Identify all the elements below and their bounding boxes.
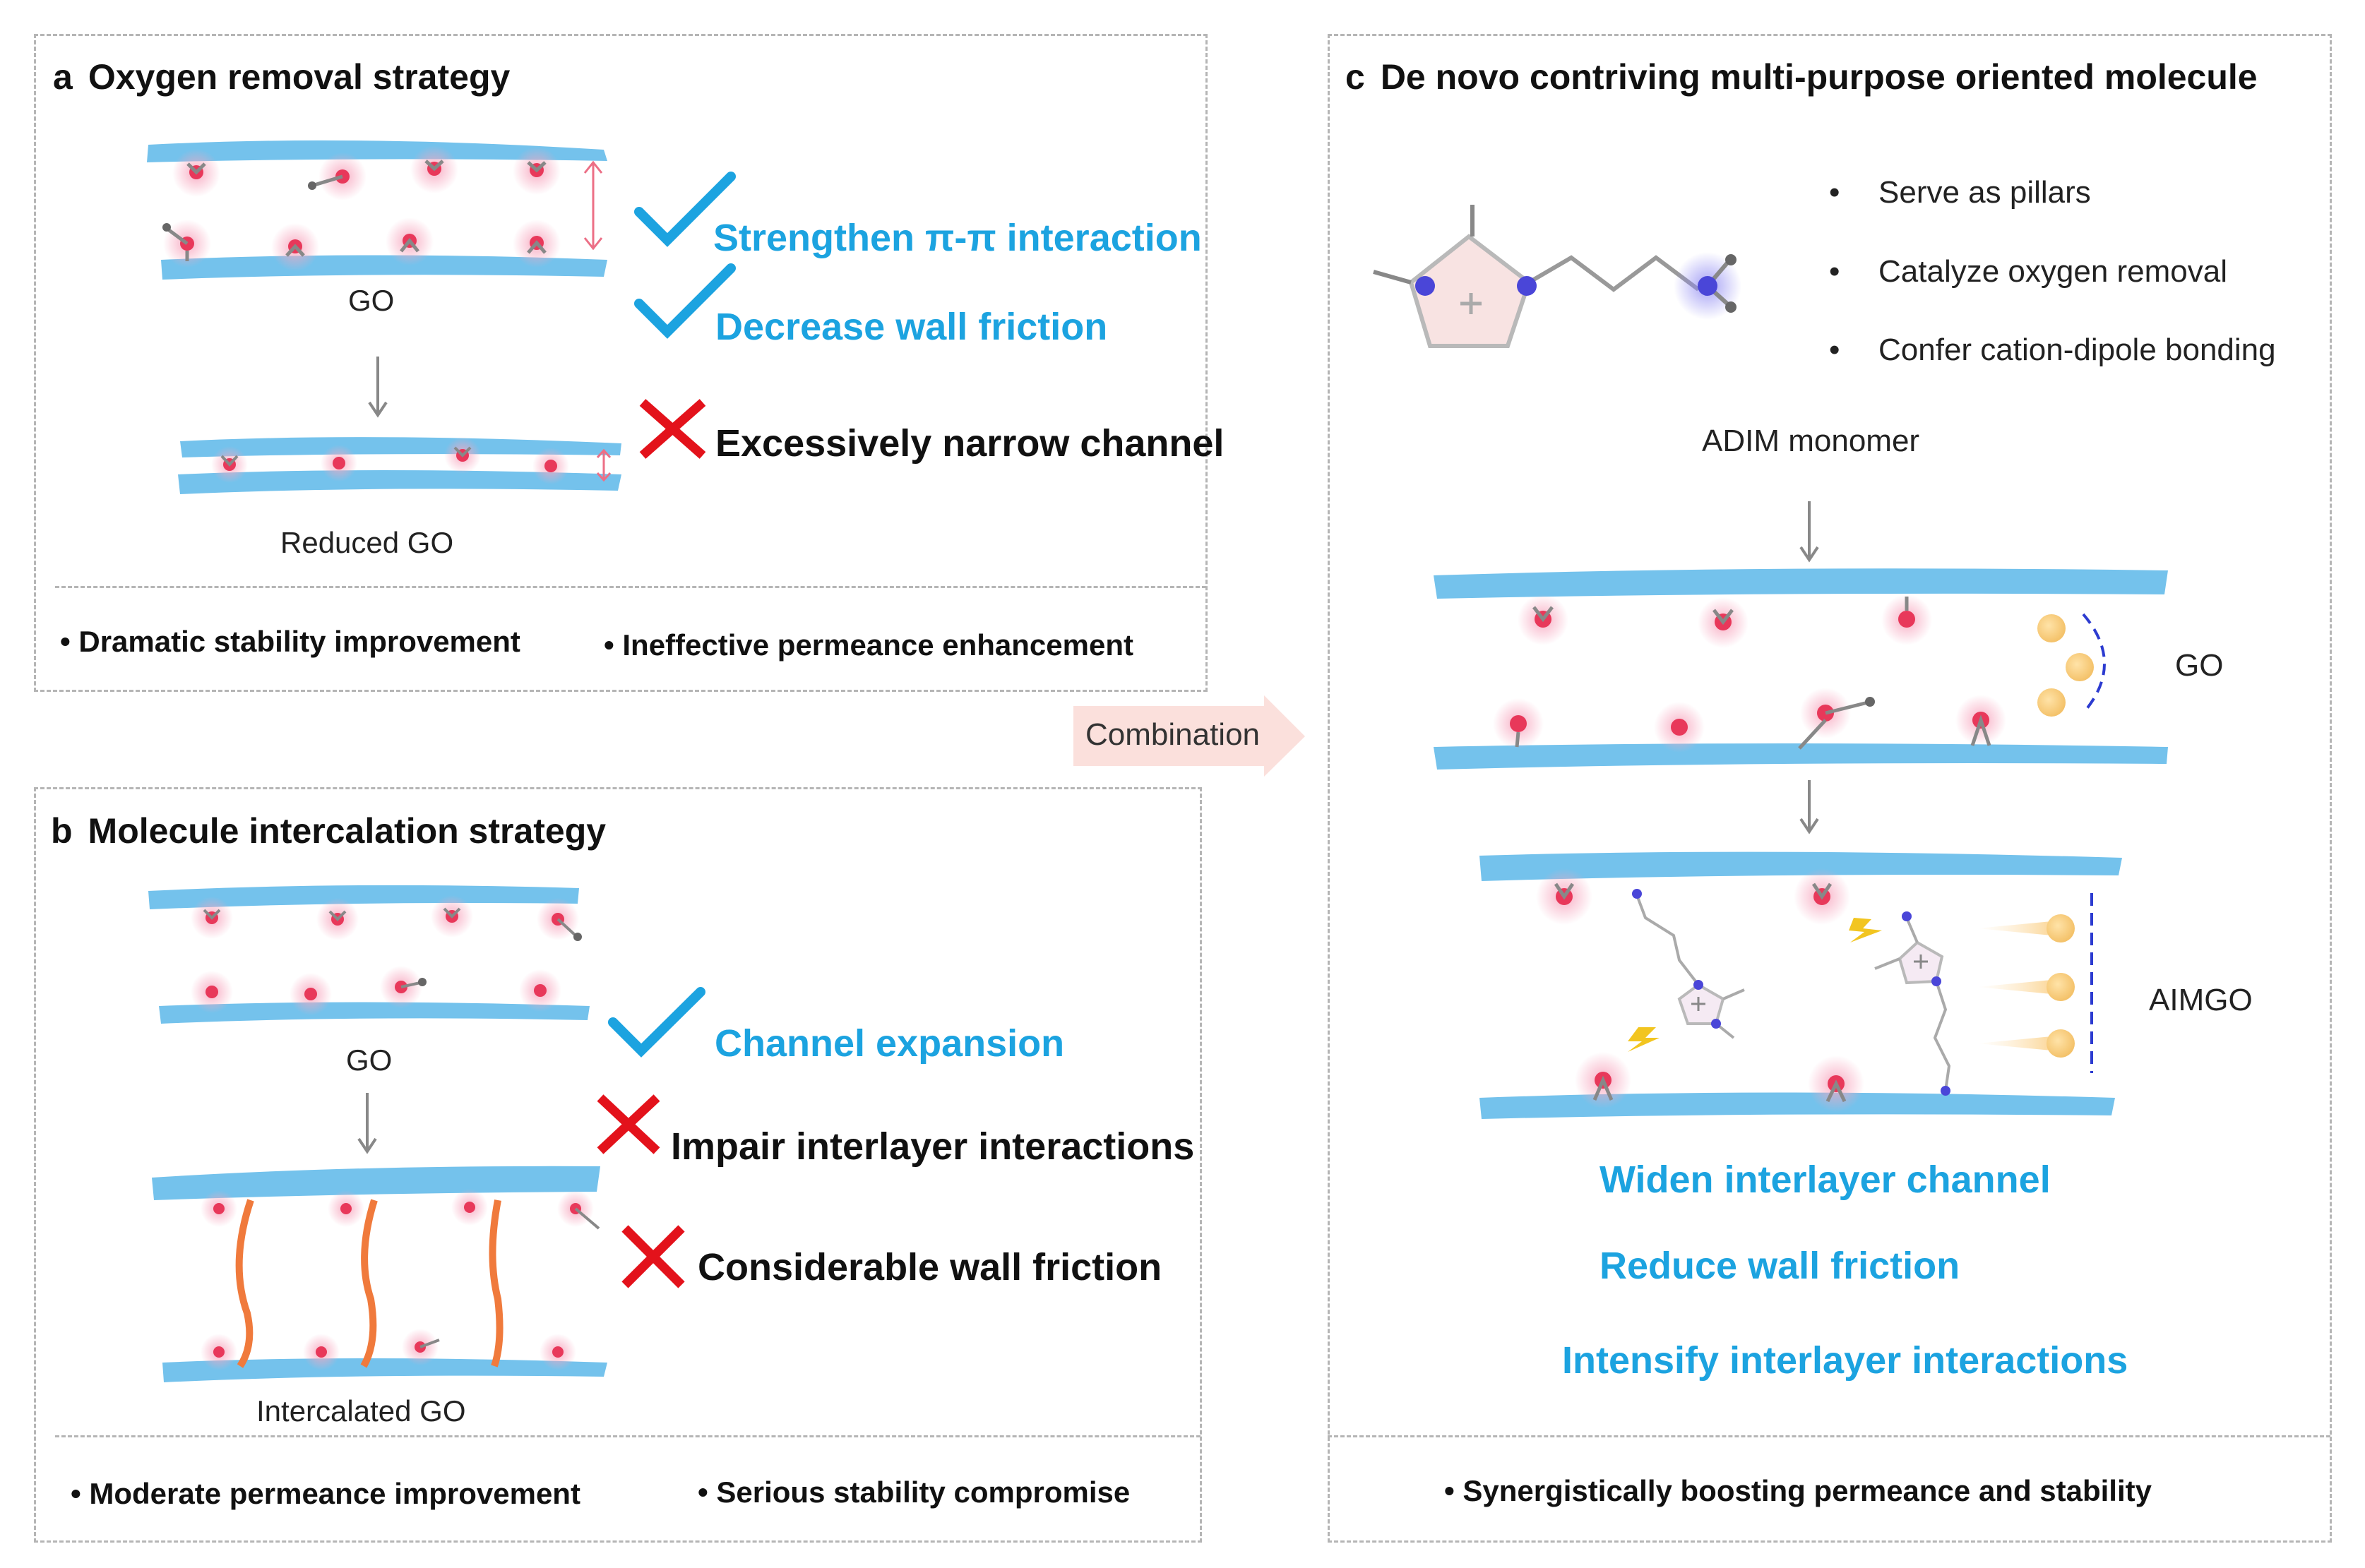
panel-b-con-2: Considerable wall friction bbox=[698, 1246, 1162, 1288]
panel-b-go-label: GO bbox=[346, 1043, 393, 1077]
panel-a-go-label: GO bbox=[348, 284, 395, 317]
panel-c bbox=[1328, 34, 2332, 1543]
check-icon bbox=[634, 263, 736, 339]
cross-icon bbox=[639, 399, 706, 459]
down-arrow-icon bbox=[357, 1093, 377, 1154]
down-arrow-icon bbox=[1799, 780, 1819, 834]
cross-icon bbox=[621, 1225, 685, 1288]
pillar bbox=[489, 1199, 504, 1367]
panel-c-result-1: Widen interlayer channel bbox=[1599, 1159, 2051, 1201]
panel-a-note-1: • Dramatic stability improvement bbox=[60, 625, 520, 658]
panel-a-reduced-label: Reduced GO bbox=[280, 526, 454, 559]
panel-a-divider bbox=[55, 586, 1206, 588]
plus-icon bbox=[1691, 997, 1705, 1011]
lightning-icon bbox=[1849, 918, 1882, 942]
panel-b-intercalated-label: Intercalated GO bbox=[256, 1394, 466, 1428]
panel-a-go-sheets bbox=[147, 140, 607, 280]
panel-a-reduced-sheets bbox=[178, 437, 621, 494]
combination-label: Combination bbox=[1085, 717, 1261, 752]
check-icon bbox=[608, 987, 705, 1058]
panel-b-pro-1: Channel expansion bbox=[715, 1022, 1065, 1065]
panel-c-go-sheets bbox=[1434, 568, 2168, 770]
panel-c-go-label: GO bbox=[2175, 648, 2224, 683]
panel-c-result-3: Intensify interlayer interactions bbox=[1562, 1339, 2128, 1382]
panel-c-divider bbox=[1328, 1435, 2330, 1437]
combination-arrow-icon bbox=[1073, 695, 1305, 777]
panel-b-con-1: Impair interlayer interactions bbox=[671, 1125, 1195, 1168]
plus-icon bbox=[1460, 293, 1482, 314]
down-arrow-icon bbox=[1799, 501, 1819, 563]
panel-b-go-sheets bbox=[148, 885, 590, 1024]
lightning-icon bbox=[1628, 1027, 1660, 1052]
down-arrow-icon bbox=[368, 357, 388, 418]
check-icon bbox=[634, 172, 736, 247]
panel-c-aimgo-label: AIMGO bbox=[2149, 983, 2253, 1017]
panel-b-note-1: • Moderate permeance improvement bbox=[71, 1477, 580, 1510]
panel-c-result-2: Reduce wall friction bbox=[1599, 1245, 1960, 1287]
double-arrow-icon bbox=[583, 160, 603, 251]
panel-c-feature-1: •Serve as pillars bbox=[1829, 175, 2091, 210]
cross-icon bbox=[597, 1094, 660, 1154]
panel-a-go-groups bbox=[162, 145, 561, 271]
panel-c-feature-3: •Confer cation-dipole bonding bbox=[1829, 333, 2276, 367]
panel-b-divider bbox=[55, 1435, 1201, 1437]
panel-c-feature-2: •Catalyze oxygen removal bbox=[1829, 254, 2228, 289]
panel-c-note: • Synergistically boosting permeance and… bbox=[1444, 1474, 2152, 1507]
pillar bbox=[360, 1199, 378, 1368]
panel-a-pro-1: Strengthen π-π interaction bbox=[713, 217, 1202, 259]
panel-a bbox=[34, 34, 1208, 692]
panel-a-note-2: • Ineffective permeance enhancement bbox=[604, 628, 1133, 662]
plus-icon bbox=[1914, 954, 1928, 969]
panel-b-intercalated-sheets bbox=[152, 1166, 607, 1382]
panel-c-aimgo-sheets bbox=[1479, 851, 2122, 1119]
panel-a-pro-2: Decrease wall friction bbox=[715, 306, 1108, 348]
panel-b bbox=[34, 787, 1202, 1543]
pillar bbox=[235, 1199, 254, 1368]
panel-a-con-1: Excessively narrow channel bbox=[715, 422, 1225, 465]
adim-monomer-molecule bbox=[1373, 205, 1741, 348]
panel-b-note-2: • Serious stability compromise bbox=[698, 1476, 1131, 1509]
adim-monomer-label: ADIM monomer bbox=[1702, 424, 1920, 458]
